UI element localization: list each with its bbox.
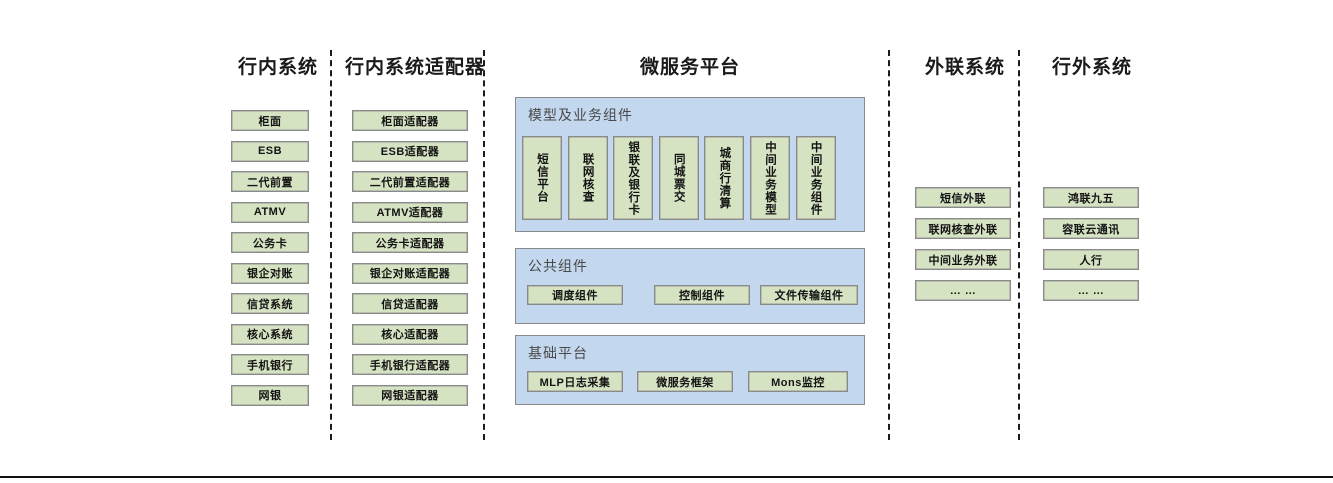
system-box[interactable]: 网银适配器 — [352, 384, 468, 406]
component-box[interactable]: 银联及银行卡 — [613, 136, 654, 220]
component-box[interactable]: 微服务框架 — [637, 371, 733, 392]
system-box[interactable]: 银企对账适配器 — [352, 262, 468, 284]
column-separator-4 — [1018, 50, 1020, 440]
system-box[interactable]: 容联云通讯 — [1043, 218, 1139, 239]
system-box[interactable]: 柜面适配器 — [352, 110, 468, 131]
component-box[interactable]: 中间业务组件 — [795, 136, 836, 220]
panel-label-base-platform: 基础平台 — [528, 345, 588, 361]
component-box[interactable]: MLP日志采集 — [527, 371, 623, 392]
component-box[interactable]: 调度组件 — [527, 285, 623, 305]
column-separator-3 — [888, 50, 890, 440]
system-box[interactable]: 手机银行适配器 — [352, 354, 468, 375]
panel-label-model-business-components: 模型及业务组件 — [528, 107, 633, 123]
system-box[interactable]: 柜面 — [231, 110, 309, 131]
column-title-intra-bank-systems: 行内系统 — [237, 57, 318, 78]
column-title-intra-bank-adapters: 行内系统适配器 — [345, 57, 486, 78]
system-box[interactable]: 短信外联 — [915, 187, 1011, 208]
system-box[interactable]: 二代前置适配器 — [352, 171, 468, 192]
component-box[interactable]: Mons监控 — [748, 371, 848, 392]
column-separator-2 — [483, 50, 485, 440]
component-box[interactable]: 城商行清算 — [704, 136, 745, 220]
system-box[interactable]: … … — [915, 280, 1011, 301]
column-separator-1 — [330, 50, 332, 440]
system-box[interactable]: ESB — [231, 140, 309, 162]
system-box[interactable]: 信贷系统 — [231, 293, 309, 314]
system-box[interactable]: 公务卡 — [231, 232, 309, 253]
system-box[interactable]: … … — [1043, 280, 1139, 301]
system-box[interactable]: 人行 — [1043, 249, 1139, 270]
component-box[interactable]: 控制组件 — [654, 285, 750, 305]
panel-base-platform: 基础平台 — [515, 335, 865, 405]
panel-label-public-components: 公共组件 — [528, 258, 588, 274]
component-box[interactable]: 文件传输组件 — [760, 285, 858, 305]
system-box[interactable]: ATMV适配器 — [352, 201, 468, 223]
column-title-external-link-systems: 外联系统 — [924, 57, 1005, 78]
platform-title: 微服务平台 — [639, 57, 740, 78]
component-box[interactable]: 短信平台 — [522, 136, 562, 220]
system-box[interactable]: 鸿联九五 — [1043, 187, 1139, 208]
system-box[interactable]: 公务卡适配器 — [352, 232, 468, 253]
component-box[interactable]: 联网核查 — [567, 136, 608, 220]
system-box[interactable]: 信贷适配器 — [352, 293, 468, 314]
system-box[interactable]: 联网核查外联 — [915, 218, 1011, 239]
system-box[interactable]: 二代前置 — [231, 171, 309, 192]
system-box[interactable]: 银企对账 — [231, 262, 309, 284]
system-box[interactable]: ESB适配器 — [352, 140, 468, 162]
column-title-outside-bank-systems: 行外系统 — [1051, 57, 1132, 78]
system-box[interactable]: ATMV — [231, 201, 309, 223]
system-box[interactable]: 中间业务外联 — [915, 249, 1011, 270]
system-box[interactable]: 网银 — [231, 384, 309, 406]
system-box[interactable]: 核心系统 — [231, 323, 309, 345]
component-box[interactable]: 中间业务模型 — [750, 136, 790, 220]
component-box[interactable]: 同城票交 — [658, 136, 699, 220]
system-box[interactable]: 核心适配器 — [352, 323, 468, 345]
bottom-divider — [0, 476, 1333, 478]
system-box[interactable]: 手机银行 — [231, 354, 309, 375]
